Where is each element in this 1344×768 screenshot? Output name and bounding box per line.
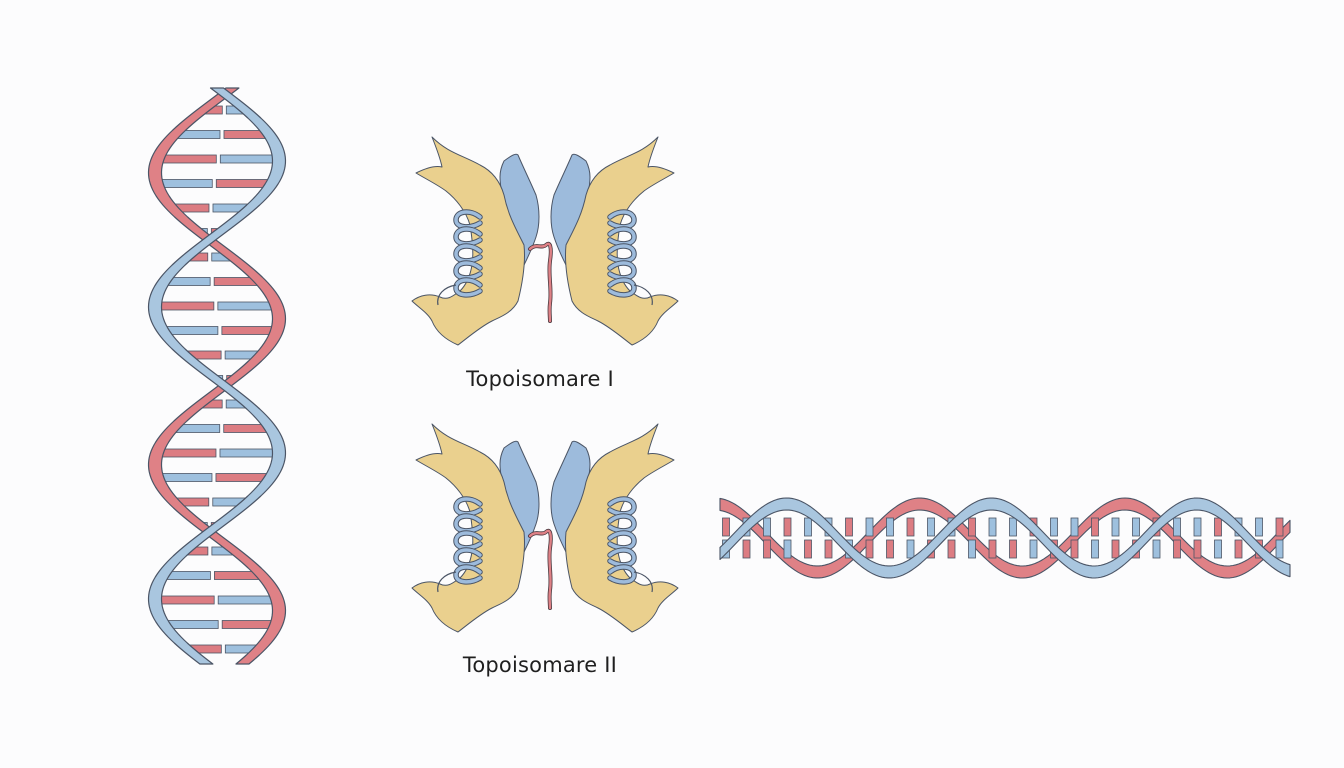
relaxed-base-bottom — [783, 539, 792, 559]
relaxed-base-top — [1193, 517, 1202, 537]
relaxed-base-top — [1255, 517, 1263, 537]
enzyme-blue-domain — [499, 153, 540, 267]
dna-strand-cut — [528, 241, 553, 323]
base-pair-left — [154, 595, 215, 605]
relaxed-base-bottom — [1152, 539, 1161, 559]
relaxed-base-bottom — [968, 539, 976, 559]
relaxed-blue-strand — [719, 497, 1291, 579]
base-pair-left — [154, 301, 215, 311]
base-pair-right — [221, 326, 278, 335]
relaxed-base-bottom — [804, 539, 812, 559]
topoisomerase-2-label: Topoisomare II — [462, 653, 618, 677]
base-pair-right — [217, 301, 278, 311]
relaxed-base-bottom — [1275, 539, 1284, 559]
relaxed-base-top — [1275, 517, 1284, 537]
relaxed-base-bottom — [824, 539, 833, 559]
relaxed-base-top — [906, 517, 915, 537]
relaxed-base-bottom — [1009, 539, 1017, 559]
relaxed-base-bottom — [1111, 539, 1120, 559]
topoisomerase-1-label: Topoisomare I — [466, 367, 614, 391]
blue-backbone-strand — [147, 87, 287, 665]
relaxed-base-bottom — [906, 539, 915, 559]
relaxed-base-top — [1091, 517, 1099, 537]
enzyme-tan-domain — [565, 423, 679, 633]
relaxed-red-strand — [719, 497, 1291, 579]
relaxed-base-top — [927, 517, 935, 537]
enzyme-helix-coil — [607, 209, 637, 298]
relaxed-base-top — [1070, 517, 1079, 537]
enzyme-left-half — [411, 423, 540, 633]
enzyme-tan-domain — [565, 136, 679, 346]
relaxed-base-top — [783, 517, 792, 537]
enzyme-helix-coil — [607, 496, 637, 585]
base-pair-left — [156, 448, 217, 458]
relaxed-base-bottom — [1214, 539, 1222, 559]
enzyme-right-half — [550, 423, 679, 633]
relaxed-base-top — [804, 517, 812, 537]
enzyme-blue-domain — [550, 440, 591, 554]
relaxed-base-bottom — [988, 539, 997, 559]
enzyme-blue-domain — [499, 440, 540, 554]
relaxed-base-top — [722, 517, 730, 537]
enzyme-tan-domain — [411, 136, 525, 346]
base-pair-right — [219, 154, 280, 164]
relaxed-base-top — [1009, 517, 1017, 537]
base-pair-left — [156, 179, 213, 188]
relaxed-base-top — [1111, 517, 1120, 537]
relaxed-base-top — [968, 517, 976, 537]
relaxed-base-bottom — [865, 539, 874, 559]
relaxed-base-bottom — [947, 539, 956, 559]
relaxed-base-bottom — [886, 539, 894, 559]
base-pair-right — [219, 448, 280, 458]
base-pair-left — [157, 154, 217, 164]
enzyme-blue-domain — [550, 153, 591, 267]
relaxed-base-bottom — [1070, 539, 1079, 559]
enzyme-tan-domain — [411, 423, 525, 633]
topoisomerase-1-enzyme-icon — [411, 136, 679, 346]
relaxed-base-top — [988, 517, 997, 537]
relaxed-base-bottom — [742, 539, 751, 559]
relaxed-base-top — [865, 517, 874, 537]
relaxed-base-top — [845, 517, 853, 537]
relaxed-base-bottom — [1234, 539, 1243, 559]
dna-strand-cut — [528, 528, 553, 610]
relaxed-base-top — [1050, 517, 1058, 537]
base-pair-right — [217, 595, 278, 605]
relaxed-base-bottom — [1173, 539, 1181, 559]
relaxed-base-top — [763, 517, 771, 537]
relaxed-base-bottom — [763, 539, 771, 559]
enzyme-left-half — [411, 136, 540, 346]
relaxed-base-top — [1214, 517, 1222, 537]
relaxed-base-top — [1173, 517, 1181, 537]
relaxed-base-top — [886, 517, 894, 537]
relaxed-base-top — [1132, 517, 1140, 537]
red-backbone-strand — [147, 87, 287, 665]
relaxed-base-bottom — [1193, 539, 1202, 559]
enzyme-helix-coil — [453, 209, 483, 298]
enzyme-right-half — [550, 136, 679, 346]
enzyme-helix-coil — [453, 496, 483, 585]
topoisomerase-2-enzyme-icon — [411, 423, 679, 633]
relaxed-base-bottom — [1091, 539, 1099, 559]
relaxed-base-bottom — [1029, 539, 1038, 559]
